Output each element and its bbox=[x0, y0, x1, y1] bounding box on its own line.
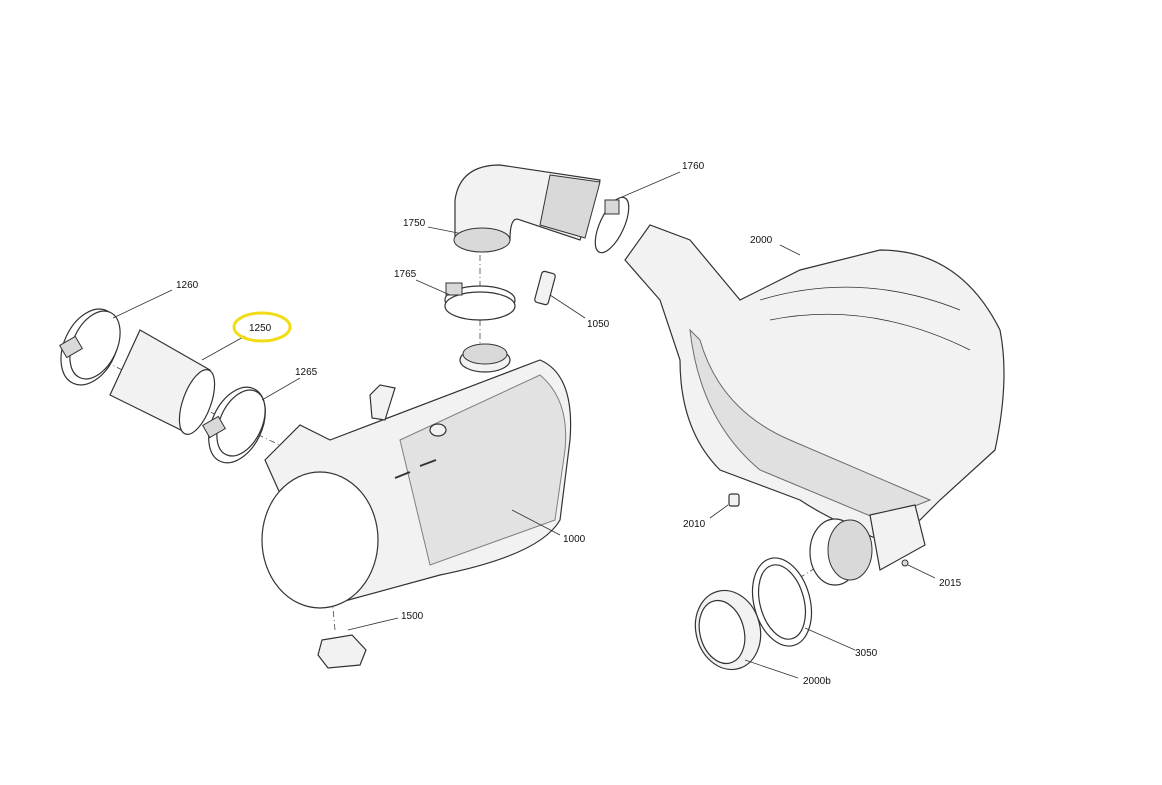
part-1760-clamp[interactable] bbox=[588, 193, 635, 258]
label-1750[interactable]: 1750 bbox=[403, 218, 426, 229]
part-1050-sensor[interactable] bbox=[534, 270, 556, 306]
part-1500-connector[interactable] bbox=[317, 634, 367, 669]
part-1000-muffler[interactable] bbox=[261, 343, 572, 609]
label-2010[interactable]: 2010 bbox=[683, 519, 706, 530]
part-1265-clamp[interactable] bbox=[197, 378, 276, 472]
label-1250[interactable]: 1250 bbox=[249, 323, 272, 334]
highlight-ring-1250 bbox=[232, 311, 292, 343]
label-2000[interactable]: 2000 bbox=[750, 235, 773, 246]
part-1750-elbow[interactable] bbox=[453, 164, 601, 253]
label-3050[interactable]: 3050 bbox=[855, 648, 878, 659]
label-2000b[interactable]: 2000b bbox=[803, 676, 831, 687]
label-1265[interactable]: 1265 bbox=[295, 367, 318, 378]
part-1765-clamp[interactable] bbox=[444, 282, 516, 321]
label-1260[interactable]: 1260 bbox=[176, 280, 199, 291]
label-1500[interactable]: 1500 bbox=[401, 611, 424, 622]
label-1760[interactable]: 1760 bbox=[682, 161, 705, 172]
leader-lines bbox=[112, 171, 936, 679]
label-1000[interactable]: 1000 bbox=[563, 534, 586, 545]
part-2000b-nut[interactable] bbox=[687, 583, 770, 677]
label-2015[interactable]: 2015 bbox=[939, 578, 962, 589]
label-1765[interactable]: 1765 bbox=[394, 269, 417, 280]
part-2015-screw[interactable] bbox=[901, 559, 909, 567]
label-1050[interactable]: 1050 bbox=[587, 319, 610, 330]
part-1250-sleeve[interactable] bbox=[109, 329, 222, 439]
part-2000-airbox[interactable] bbox=[624, 224, 1005, 586]
part-1260-clamp[interactable] bbox=[50, 300, 131, 394]
part-2010-bolt[interactable] bbox=[728, 493, 740, 507]
part-3050-gasket[interactable] bbox=[743, 551, 820, 652]
